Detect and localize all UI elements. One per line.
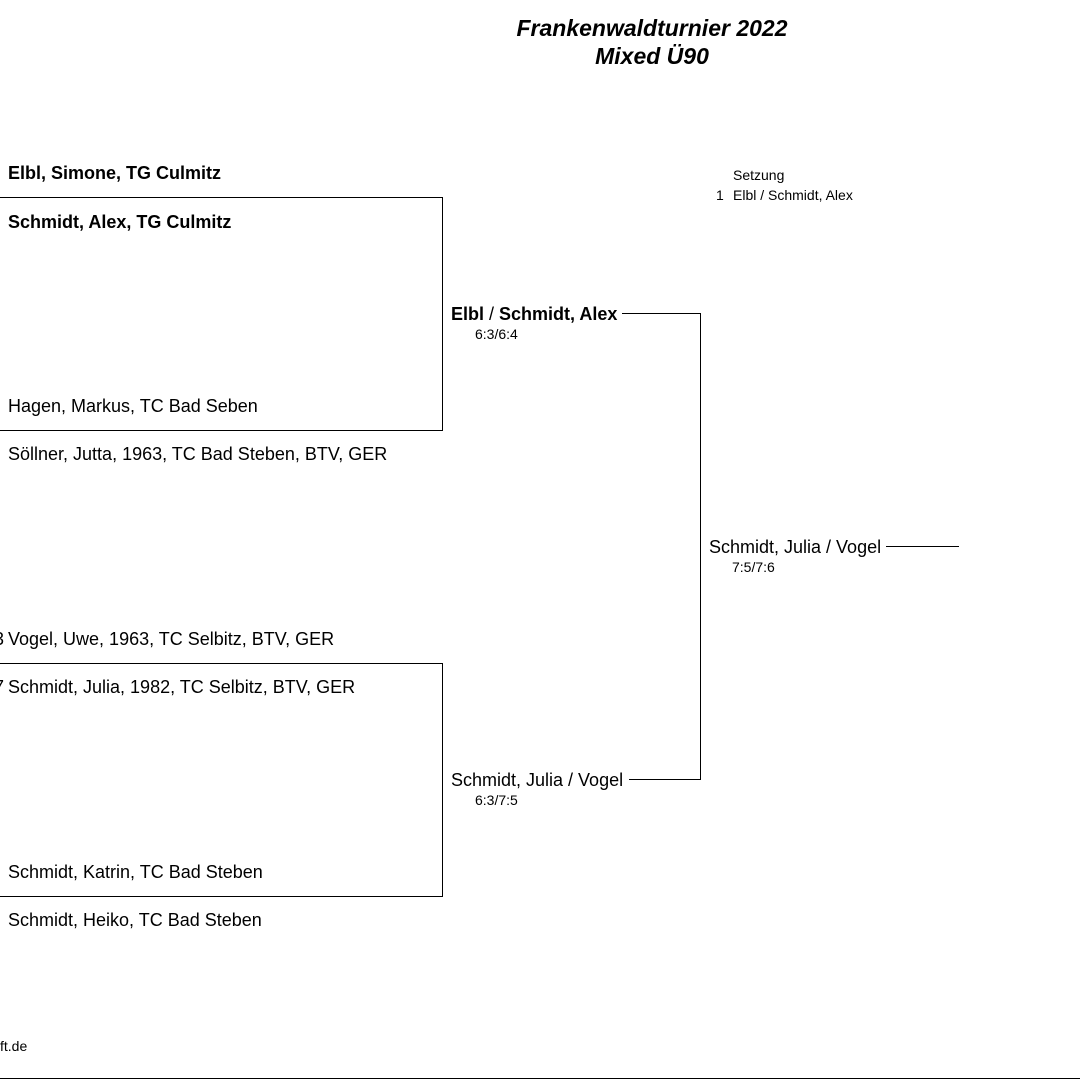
page-title: Frankenwaldturnier 2022 Mixed Ü90 — [510, 14, 794, 70]
final-winner: Schmidt, Julia / Vogel — [709, 537, 882, 557]
round2-winner-1-sep: / — [484, 304, 500, 324]
cut-off-glyph: 3 — [0, 628, 4, 650]
player-schmidt-heiko: Schmidt, Heiko, TC Bad Steben — [8, 910, 262, 930]
seeding-team: Elbl / Schmidt, Alex — [733, 187, 853, 203]
round2-score-2: 6:3/7:5 — [475, 792, 518, 808]
bracket-line-r2-vertical — [700, 313, 701, 780]
player-vogel-uwe: Vogel, Uwe, 1963, TC Selbitz, BTV, GER — [8, 629, 335, 649]
player-schmidt-alex: Schmidt, Alex, TG Culmitz — [8, 212, 232, 232]
bracket-line-m1-vertical — [442, 197, 443, 431]
final-score: 7:5/7:6 — [732, 559, 775, 575]
bracket-line-r2-top — [622, 313, 701, 314]
round2-winner-2: Schmidt, Julia / Vogel — [451, 770, 624, 790]
cut-off-glyph: 7 — [0, 676, 4, 698]
footer-rule — [0, 1078, 1080, 1079]
round2-winner-1: Elbl / Schmidt, Alex — [451, 303, 617, 325]
round2-winner-1-part2: Schmidt, Alex — [499, 304, 618, 324]
title-line-2: Mixed Ü90 — [595, 43, 709, 69]
player-hagen-markus: Hagen, Markus, TC Bad Seben — [8, 396, 258, 416]
bracket-line-m1-top — [0, 197, 442, 198]
footer-site: ft.de — [0, 1038, 28, 1054]
player-schmidt-julia: Schmidt, Julia, 1982, TC Selbitz, BTV, G… — [8, 677, 356, 697]
bracket-line-r2-bottom — [629, 779, 701, 780]
bracket-line-final — [886, 546, 959, 547]
round2-winner-1-part1: Elbl — [451, 304, 485, 324]
bracket-line-m2-bottom — [0, 896, 442, 897]
round2-score-1: 6:3/6:4 — [475, 326, 518, 342]
seeding-rank: 1 — [716, 187, 724, 203]
title-line-1: Frankenwaldturnier 2022 — [516, 15, 788, 41]
bracket-line-m1-bottom — [0, 430, 442, 431]
seeding-label: Setzung — [733, 167, 785, 183]
player-schmidt-katrin: Schmidt, Katrin, TC Bad Steben — [8, 862, 263, 882]
bracket-line-m2-vertical — [442, 663, 443, 897]
player-elbl-simone: Elbl, Simone, TG Culmitz — [8, 163, 222, 183]
player-soellner-jutta: Söllner, Jutta, 1963, TC Bad Steben, BTV… — [8, 444, 388, 464]
bracket-line-m2-top — [0, 663, 442, 664]
